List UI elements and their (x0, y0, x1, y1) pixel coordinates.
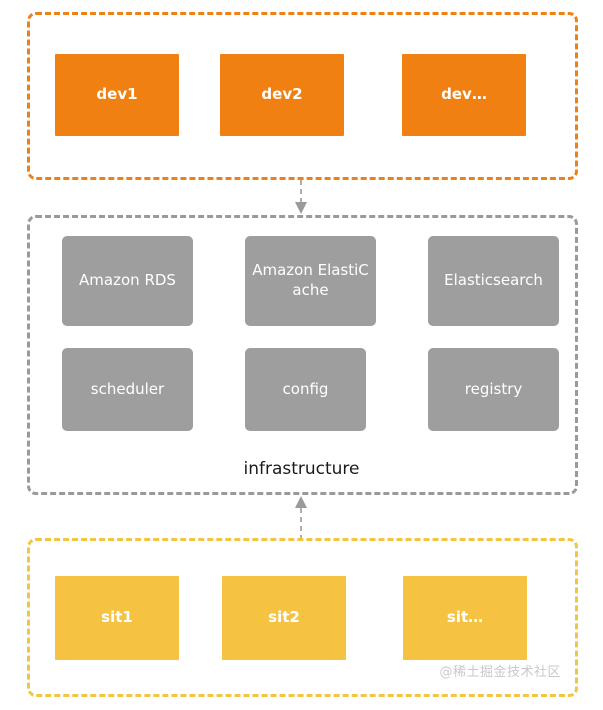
node-scheduler[interactable]: scheduler (62, 348, 193, 431)
group-infrastructure-label: infrastructure (243, 459, 360, 479)
connector-dev-to-infrastructure (281, 180, 321, 216)
node-amazon-elasticache[interactable]: Amazon ElastiCache (245, 236, 376, 326)
group-infrastructure (27, 215, 578, 495)
group-sit (27, 538, 578, 697)
group-dev (27, 12, 578, 180)
node-elasticsearch[interactable]: Elasticsearch (428, 236, 559, 326)
watermark: @稀土掘金技术社区 (439, 665, 561, 680)
connector-sit-to-infrastructure (281, 494, 321, 539)
node-config[interactable]: config (245, 348, 366, 431)
node-dev-more[interactable]: dev… (402, 54, 526, 136)
node-sit-more[interactable]: sit… (403, 576, 527, 660)
node-amazon-rds[interactable]: Amazon RDS (62, 236, 193, 326)
node-dev1[interactable]: dev1 (55, 54, 179, 136)
node-sit2[interactable]: sit2 (222, 576, 346, 660)
node-dev2[interactable]: dev2 (220, 54, 344, 136)
node-registry[interactable]: registry (428, 348, 559, 431)
node-sit1[interactable]: sit1 (55, 576, 179, 660)
